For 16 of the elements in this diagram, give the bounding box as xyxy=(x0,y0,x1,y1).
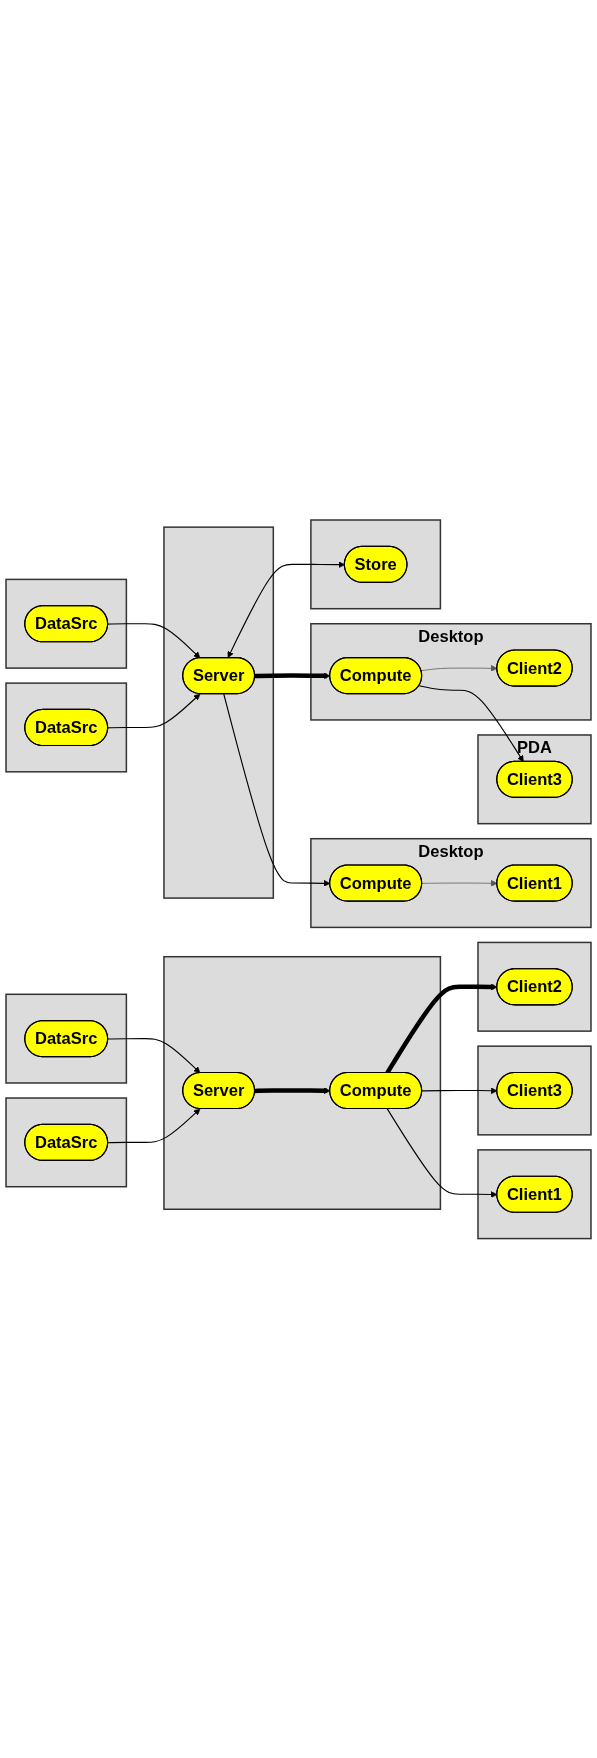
arrow xyxy=(418,684,524,762)
cluster xyxy=(5,993,128,1084)
arrow xyxy=(107,622,201,658)
cluster xyxy=(163,526,275,899)
cluster xyxy=(5,682,128,773)
arrow xyxy=(107,1037,201,1073)
cluster xyxy=(5,1097,128,1188)
arrow xyxy=(107,693,201,729)
cluster xyxy=(310,518,442,610)
cluster xyxy=(477,941,592,1032)
arrow xyxy=(107,1108,201,1143)
cluster xyxy=(163,955,442,1210)
cluster xyxy=(477,1148,592,1240)
cluster xyxy=(477,1045,592,1136)
cluster xyxy=(5,578,128,669)
arrow xyxy=(223,693,331,887)
